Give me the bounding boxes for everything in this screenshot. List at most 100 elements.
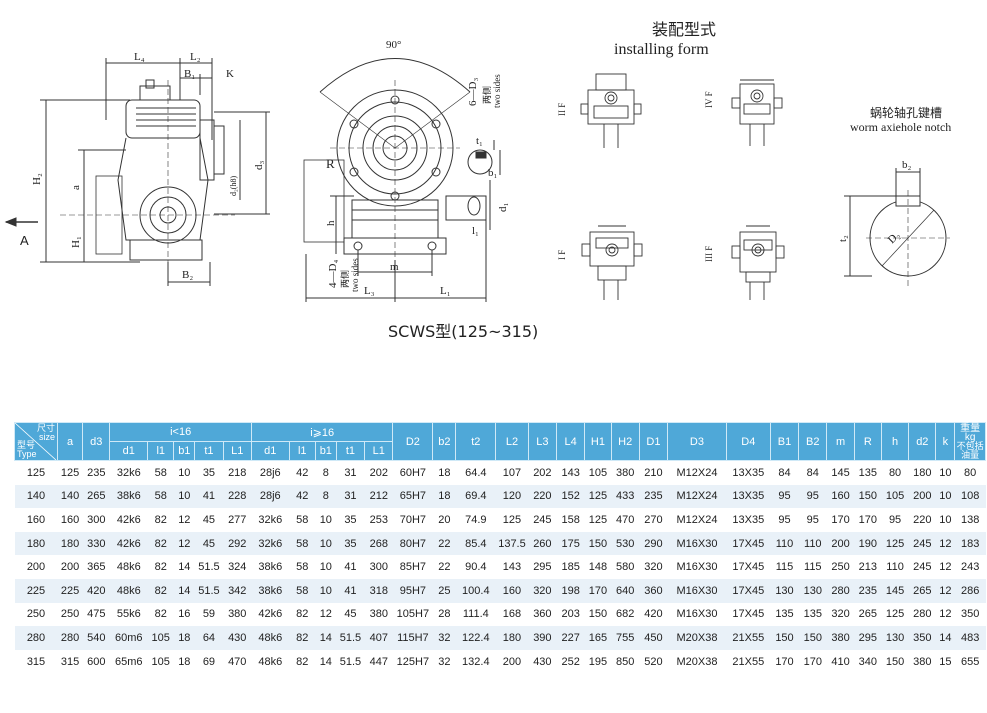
col-header-D2: D2 xyxy=(392,422,434,461)
table-cell: M16X30 xyxy=(667,602,727,627)
table-cell: 18 xyxy=(432,460,456,485)
col-header-H2: H2 xyxy=(610,422,640,461)
col-header-B1: B1 xyxy=(769,422,800,461)
table-cell: 135 xyxy=(798,602,827,627)
table-cell: 58 xyxy=(289,578,316,603)
table-cell: 28j6 xyxy=(251,484,290,509)
label-two-sides-cn: 两侧 xyxy=(481,86,492,104)
table-cell: 82 xyxy=(289,626,316,650)
table-cell: 14 xyxy=(315,649,337,674)
table-cell: 265 xyxy=(854,602,882,627)
col-header-L4: L4 xyxy=(556,422,586,461)
table-cell: 42 xyxy=(289,484,316,509)
table-cell: 213 xyxy=(854,555,882,579)
label-L1: L₁ xyxy=(440,285,451,297)
table-cell: 130 xyxy=(770,578,799,603)
table-cell: 107 xyxy=(495,460,529,485)
table-cell: 20 xyxy=(432,508,456,532)
table-cell: 42 xyxy=(289,460,316,485)
table-cell: 200 xyxy=(826,531,855,556)
label-IVF: IV F xyxy=(704,91,714,108)
table-cell: 475 xyxy=(82,602,110,627)
col-header-L3: L3 xyxy=(527,422,558,461)
table-cell: 10 xyxy=(315,508,337,532)
table-cell: 82 xyxy=(289,602,316,627)
col-header-L1-ge16: L1 xyxy=(364,441,394,461)
table-cell: M16X30 xyxy=(667,578,727,603)
label-H2: H₂ xyxy=(31,173,43,185)
table-cell: 12 xyxy=(173,508,195,532)
table-cell: 143 xyxy=(495,555,529,579)
table-cell: 41 xyxy=(336,578,365,603)
table-cell: 8 xyxy=(315,484,337,509)
table-cell: 110 xyxy=(798,531,827,556)
label-l1: l₁ xyxy=(472,225,479,237)
table-cell: 31 xyxy=(336,460,365,485)
table-cell: 130 xyxy=(881,626,909,650)
table-cell: 380 xyxy=(908,649,936,674)
table-cell: 69 xyxy=(194,649,224,674)
table-cell: 295 xyxy=(854,626,882,650)
table-cell: 111.4 xyxy=(455,602,496,627)
table-cell: 32k6 xyxy=(109,460,148,485)
table-cell: 203 xyxy=(556,602,585,627)
table-cell: 360 xyxy=(528,602,557,627)
table-cell: 200 xyxy=(57,555,83,579)
table-cell: 340 xyxy=(854,649,882,674)
table-cell: 420 xyxy=(639,602,668,627)
table-cell: 125 xyxy=(881,531,909,556)
table-cell: 74.9 xyxy=(455,508,496,532)
table-cell: 170 xyxy=(770,649,799,674)
table-cell: 330 xyxy=(82,531,110,556)
table-cell: 350 xyxy=(908,626,936,650)
group-header-ge16: i⩾16 xyxy=(250,422,394,442)
col-header-l1-lt16: l1 xyxy=(147,441,175,461)
table-cell: 51.5 xyxy=(336,649,365,674)
table-cell: 140 xyxy=(14,484,58,509)
label-K: K xyxy=(226,68,234,80)
table-cell: 60m6 xyxy=(109,626,148,650)
table-cell: 58 xyxy=(147,484,174,509)
table-cell: 125 xyxy=(584,484,612,509)
table-cell: 318 xyxy=(364,578,393,603)
table-cell: 13X35 xyxy=(726,460,771,485)
table-cell: 360 xyxy=(639,578,668,603)
table-cell: 38k6 xyxy=(251,578,290,603)
table-cell: 16 xyxy=(173,602,195,627)
table-cell: 35 xyxy=(194,460,224,485)
table-cell: 41 xyxy=(336,555,365,579)
table-cell: 212 xyxy=(364,484,393,509)
table-cell: 25 xyxy=(432,578,456,603)
table-cell: 225 xyxy=(57,578,83,603)
table-cell: 168 xyxy=(495,602,529,627)
table-cell: 95 xyxy=(881,508,909,532)
label-b2: b₂ xyxy=(902,159,912,171)
table-cell: 90.4 xyxy=(455,555,496,579)
table-cell: 32k6 xyxy=(251,508,290,532)
table-cell: 38k6 xyxy=(251,555,290,579)
table-cell: 202 xyxy=(364,460,393,485)
table-cell: 365 xyxy=(82,555,110,579)
table-cell: 600 xyxy=(82,649,110,674)
col-header-b1-ge16: b1 xyxy=(314,441,337,461)
table-cell: 35 xyxy=(336,508,365,532)
col-header-t1-lt16: t1 xyxy=(194,441,224,461)
table-cell: 82 xyxy=(147,602,174,627)
label-a: a xyxy=(70,185,82,190)
col-header-D4: D4 xyxy=(725,422,771,461)
table-cell: 447 xyxy=(364,649,393,674)
table-cell: 12 xyxy=(935,578,955,603)
table-cell: 22 xyxy=(432,531,456,556)
table-cell: 41 xyxy=(194,484,224,509)
table-cell: 450 xyxy=(639,626,668,650)
table-cell: 105 xyxy=(881,484,909,509)
table-cell: 135 xyxy=(854,460,882,485)
table-cell: 227 xyxy=(556,626,585,650)
table-cell: 51.5 xyxy=(194,555,224,579)
table-cell: 580 xyxy=(611,555,640,579)
